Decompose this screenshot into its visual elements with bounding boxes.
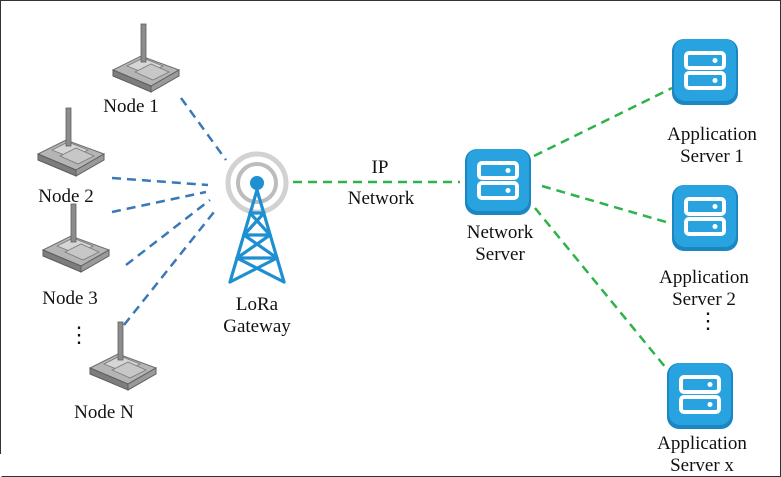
- link-app-server-1: [533, 86, 673, 158]
- lora-gateway-tower-icon: [225, 151, 289, 284]
- link-node-2-upper: [111, 176, 209, 187]
- app-server-2-icon: [670, 183, 740, 253]
- link-node-n: [123, 211, 215, 326]
- app-server-1-label-line2: Server 1: [680, 146, 744, 167]
- node-3-label: Node 3: [42, 288, 98, 309]
- gateway-label-line1: LoRa: [235, 294, 279, 315]
- node-gateway-links: [111, 97, 228, 326]
- link-node-1: [179, 97, 228, 161]
- gateway-label-line2: Gateway: [223, 316, 291, 337]
- app-server-1-icon: [670, 37, 740, 107]
- app-server-2-label-line1: Application: [659, 267, 749, 288]
- app-server-x-icon: [665, 361, 735, 431]
- network-server-label-line2: Server: [475, 244, 525, 265]
- link-node-3: [125, 199, 211, 266]
- network-server-label-line1: Network: [466, 222, 534, 243]
- node-n-label: Node N: [74, 402, 134, 423]
- link-app-server-2: [541, 184, 667, 224]
- app-server-ellipsis: ⋮: [697, 308, 719, 333]
- node-1-label: Node 1: [103, 96, 159, 117]
- ip-network-label-line2: Network: [347, 188, 415, 209]
- link-node-2-lower: [111, 190, 207, 214]
- app-server-2-label-line2: Server 2: [672, 289, 736, 310]
- app-server-x-label-line2: Server x: [670, 455, 734, 476]
- node-ellipsis: ⋮: [68, 322, 90, 347]
- app-server-x-label-line1: Application: [657, 433, 747, 454]
- ip-network-label-line1: IP: [371, 157, 389, 178]
- node-2-label: Node 2: [38, 186, 94, 207]
- app-server-1-label-line1: Application: [667, 124, 757, 145]
- link-app-server-x: [534, 207, 667, 369]
- network-server-icon: [463, 147, 533, 217]
- server-links: [293, 86, 673, 369]
